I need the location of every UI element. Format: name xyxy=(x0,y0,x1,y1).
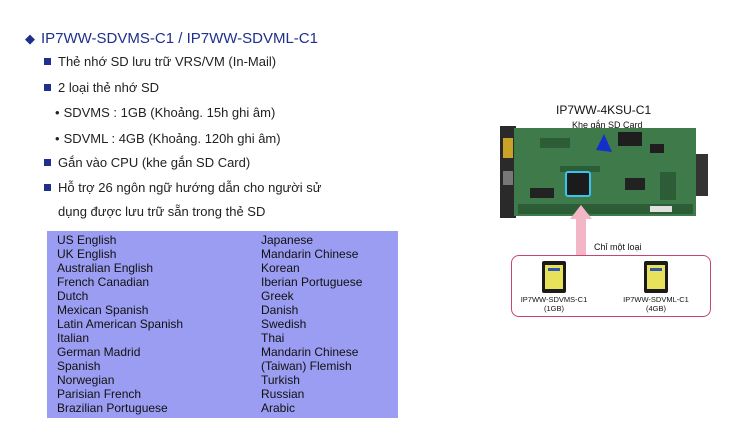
language-item: Japanese xyxy=(261,233,314,247)
language-item: Swedish xyxy=(261,317,307,331)
language-item: Spanish xyxy=(57,359,101,373)
language-item: Greek xyxy=(261,289,294,303)
bullet-languages-cont: dụng được lưu trữ sẵn trong thẻ SD xyxy=(58,204,265,219)
language-item: Italian xyxy=(57,331,90,345)
sd-card-size: (1GB) xyxy=(543,304,564,313)
sd-card-icon xyxy=(644,261,668,293)
square-bullet-icon xyxy=(44,159,51,166)
diamond-bullet-icon: ◆ xyxy=(25,31,35,46)
only-one-type-label: Chỉ một loại xyxy=(594,242,642,252)
sub-bullet-sdvms: • SDVMS : 1GB (Khoảng. 15h ghi âm) xyxy=(55,105,275,120)
square-bullet-icon xyxy=(44,184,51,191)
language-item: Brazilian Portuguese xyxy=(57,401,168,415)
sd-slot-label: Khe gắn SD Card xyxy=(572,120,643,130)
bullet-text: Gắn vào CPU (khe gắn SD Card) xyxy=(58,155,251,170)
language-item: Mexican Spanish xyxy=(57,303,149,317)
sd-card-icon xyxy=(542,261,566,293)
page-title-text: IP7WW-SDVMS-C1 / IP7WW-SDVML-C1 xyxy=(41,30,318,47)
dot-bullet-icon: • xyxy=(55,105,60,120)
sd-card-sdvml: IP7WW-SDVML-C1 (4GB) xyxy=(616,295,696,313)
sd-card-sdvms: IP7WW-SDVMS-C1 (1GB) xyxy=(514,295,594,313)
bullet-cpu-slot: Gắn vào CPU (khe gắn SD Card) xyxy=(44,155,250,170)
language-item: Turkish xyxy=(261,373,300,387)
language-item: Russian xyxy=(261,387,305,401)
language-item: Parisian French xyxy=(57,387,142,401)
language-item: Australian English xyxy=(57,261,154,275)
language-item: German Madrid xyxy=(57,345,141,359)
language-item: Mandarin Chinese xyxy=(261,345,359,359)
language-item: Thai xyxy=(261,331,285,345)
language-item: Korean xyxy=(261,261,300,275)
square-bullet-icon xyxy=(44,58,51,65)
language-item: Norwegian xyxy=(57,373,115,387)
sd-card-size: (4GB) xyxy=(645,304,666,313)
bullet-text: 2 loại thẻ nhớ SD xyxy=(58,80,160,95)
language-item: Danish xyxy=(261,303,299,317)
sd-card-options: IP7WW-SDVMS-C1 (1GB) IP7WW-SDVML-C1 (4GB… xyxy=(511,255,711,317)
language-item: Mandarin Chinese xyxy=(261,247,359,261)
bullet-languages: Hỗ trợ 26 ngôn ngữ hướng dẫn cho người s… xyxy=(44,180,321,195)
cpu-board-image xyxy=(500,126,708,218)
up-arrow-icon xyxy=(570,205,592,260)
bullet-text: Thẻ nhớ SD lưu trữ VRS/VM (In-Mail) xyxy=(58,54,277,69)
language-item: US English xyxy=(57,233,117,247)
sub-bullet-text: SDVMS : 1GB (Khoảng. 15h ghi âm) xyxy=(63,105,276,120)
language-item: Latin American Spanish xyxy=(57,317,184,331)
language-item: Arabic xyxy=(261,401,296,415)
language-item: Dutch xyxy=(57,289,89,303)
bullet-sd-storage: Thẻ nhớ SD lưu trữ VRS/VM (In-Mail) xyxy=(44,54,276,69)
card-model-label: IP7WW-4KSU-C1 xyxy=(556,103,652,117)
sub-bullet-sdvml: • SDVML : 4GB (Khoảng. 120h ghi âm) xyxy=(55,131,281,146)
bullet-two-types: 2 loại thẻ nhớ SD xyxy=(44,80,159,95)
bullet-text: dụng được lưu trữ sẵn trong thẻ SD xyxy=(58,204,266,219)
dot-bullet-icon: • xyxy=(55,131,60,146)
sd-card-name: IP7WW-SDVML-C1 xyxy=(623,295,689,304)
square-bullet-icon xyxy=(44,84,51,91)
language-item: (Taiwan) Flemish xyxy=(261,359,352,373)
page-title: ◆ IP7WW-SDVMS-C1 / IP7WW-SDVML-C1 xyxy=(25,30,318,47)
language-item: UK English xyxy=(57,247,117,261)
bullet-text: Hỗ trợ 26 ngôn ngữ hướng dẫn cho người s… xyxy=(58,180,322,195)
sd-card-name: IP7WW-SDVMS-C1 xyxy=(520,295,588,304)
language-item: Iberian Portuguese xyxy=(261,275,363,289)
language-item: French Canadian xyxy=(57,275,150,289)
sub-bullet-text: SDVML : 4GB (Khoảng. 120h ghi âm) xyxy=(63,131,281,146)
